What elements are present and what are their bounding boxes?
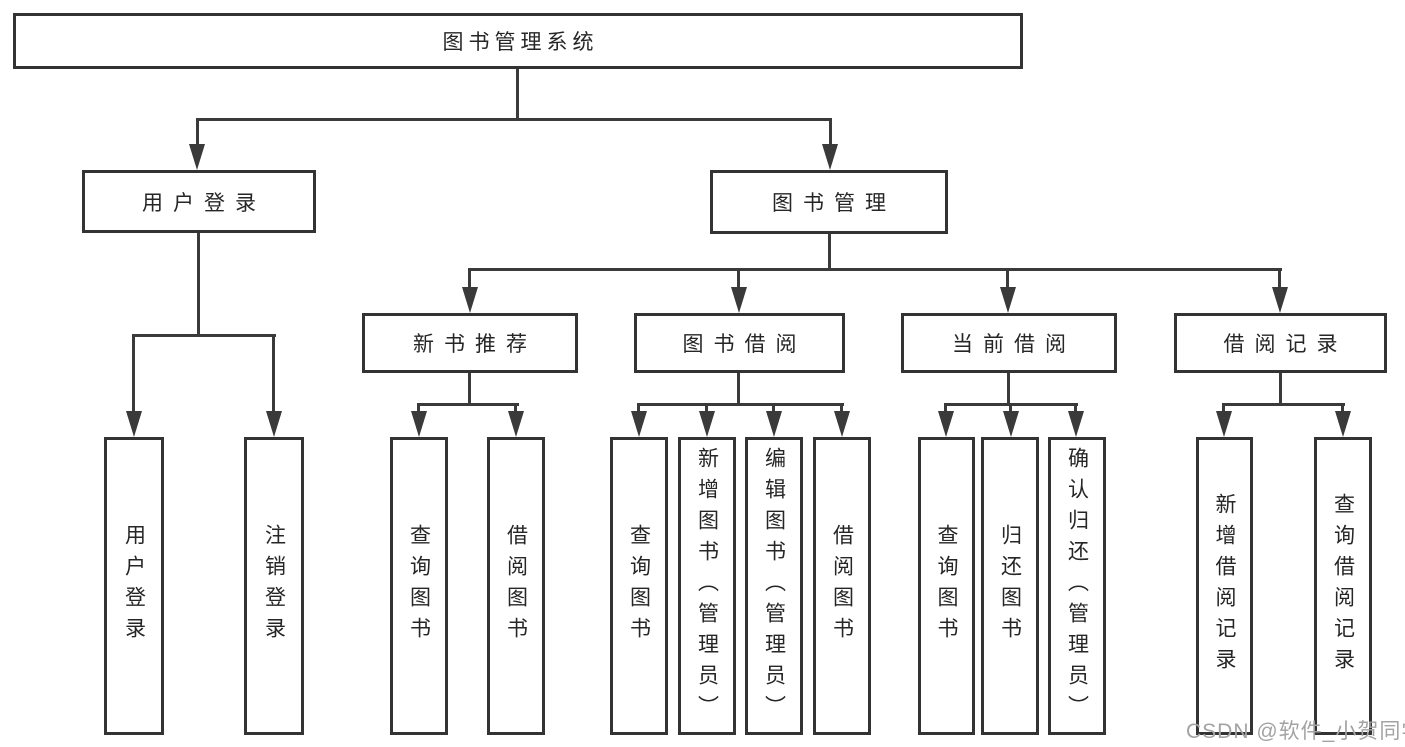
node-book-management: 图书管理 — [710, 170, 948, 234]
connector-line — [828, 234, 831, 270]
leaf-add-borrow-record: 新增借阅记录 — [1196, 437, 1253, 735]
connector-line — [637, 403, 640, 413]
leaf-label: 注销登录 — [262, 524, 286, 648]
leaf-label: 查询借阅记录 — [1331, 493, 1355, 679]
node-current-borrow: 当前借阅 — [901, 313, 1117, 373]
node-borrow-records: 借阅记录 — [1174, 313, 1387, 373]
leaf-edit-books-admin: 编辑图书（管理员） — [745, 437, 803, 735]
leaf-label: 编辑图书（管理员） — [762, 446, 786, 726]
connector-line — [772, 403, 775, 413]
leaf-label: 借阅图书 — [504, 524, 528, 648]
leaf-label: 查询图书 — [627, 524, 651, 648]
arrow-down-icon — [462, 287, 478, 313]
connector-line — [1007, 373, 1010, 405]
connector-line — [196, 118, 832, 121]
node-book-borrow: 图书借阅 — [634, 313, 845, 373]
leaf-confirm-return-admin: 确认归还（管理员） — [1048, 437, 1106, 735]
leaf-return-books: 归还图书 — [981, 437, 1039, 735]
arrow-down-icon — [1068, 411, 1084, 437]
arrow-down-icon — [766, 411, 782, 437]
connector-line — [1222, 403, 1225, 413]
connector-line — [1278, 268, 1281, 290]
arrow-down-icon — [699, 411, 715, 437]
arrow-down-icon — [938, 411, 954, 437]
connector-line — [737, 373, 740, 405]
connector-line — [468, 373, 471, 405]
connector-line — [1074, 403, 1077, 413]
connector-line — [417, 403, 519, 406]
leaf-borrow-books-recommend: 借阅图书 — [487, 437, 545, 735]
leaf-label: 查询图书 — [407, 524, 431, 648]
connector-line — [197, 233, 200, 336]
arrow-down-icon — [411, 411, 427, 437]
arrow-down-icon — [126, 411, 142, 437]
connector-line — [705, 403, 708, 413]
leaf-add-books-admin: 新增图书（管理员） — [678, 437, 736, 735]
connector-line — [1009, 403, 1012, 413]
connector-line — [1341, 403, 1344, 413]
node-user-login: 用户登录 — [82, 170, 316, 233]
connector-line — [196, 118, 199, 146]
arrow-down-icon — [1272, 287, 1288, 313]
connector-line — [468, 268, 471, 290]
connector-line — [737, 268, 740, 290]
leaf-logout-login: 注销登录 — [244, 437, 304, 735]
arrow-down-icon — [189, 144, 205, 170]
connector-line — [829, 118, 832, 146]
arrow-down-icon — [1216, 411, 1232, 437]
leaf-borrow-books-borrow: 借阅图书 — [813, 437, 871, 735]
csdn-watermark: CSDN @软件_小贺同学 — [1186, 720, 1405, 743]
arrow-down-icon — [508, 411, 524, 437]
leaf-label: 归还图书 — [998, 524, 1022, 648]
arrow-down-icon — [731, 287, 747, 313]
connector-line — [132, 334, 135, 414]
leaf-query-borrow-record: 查询借阅记录 — [1314, 437, 1372, 735]
leaf-query-books-current: 查询图书 — [918, 437, 975, 735]
arrow-down-icon — [631, 411, 647, 437]
leaf-query-books-borrow: 查询图书 — [610, 437, 668, 735]
connector-line — [1006, 268, 1009, 290]
leaf-label: 借阅图书 — [830, 524, 854, 648]
leaf-query-books-recommend: 查询图书 — [390, 437, 448, 735]
leaf-label: 新增借阅记录 — [1213, 493, 1236, 679]
leaf-label: 新增图书（管理员） — [695, 446, 719, 726]
leaf-label: 查询图书 — [935, 524, 958, 648]
connector-line — [272, 334, 275, 414]
node-new-book-recommend: 新书推荐 — [362, 313, 578, 373]
arrow-down-icon — [822, 144, 838, 170]
connector-line — [1222, 403, 1345, 406]
connector-line — [840, 403, 843, 413]
leaf-label: 确认归还（管理员） — [1065, 446, 1089, 726]
connector-line — [417, 403, 420, 413]
connector-line — [514, 403, 517, 413]
arrow-down-icon — [1003, 411, 1019, 437]
connector-line — [1279, 373, 1282, 405]
connector-line — [944, 403, 947, 413]
arrow-down-icon — [266, 411, 282, 437]
arrow-down-icon — [834, 411, 850, 437]
leaf-user-login: 用户登录 — [104, 437, 164, 735]
connector-line — [468, 268, 1282, 271]
leaf-label: 用户登录 — [122, 524, 146, 648]
arrow-down-icon — [1000, 287, 1016, 313]
node-root-library-system: 图书管理系统 — [13, 13, 1023, 69]
connector-line — [637, 403, 844, 406]
connector-line — [516, 69, 519, 119]
connector-line — [132, 334, 276, 337]
arrow-down-icon — [1335, 411, 1351, 437]
